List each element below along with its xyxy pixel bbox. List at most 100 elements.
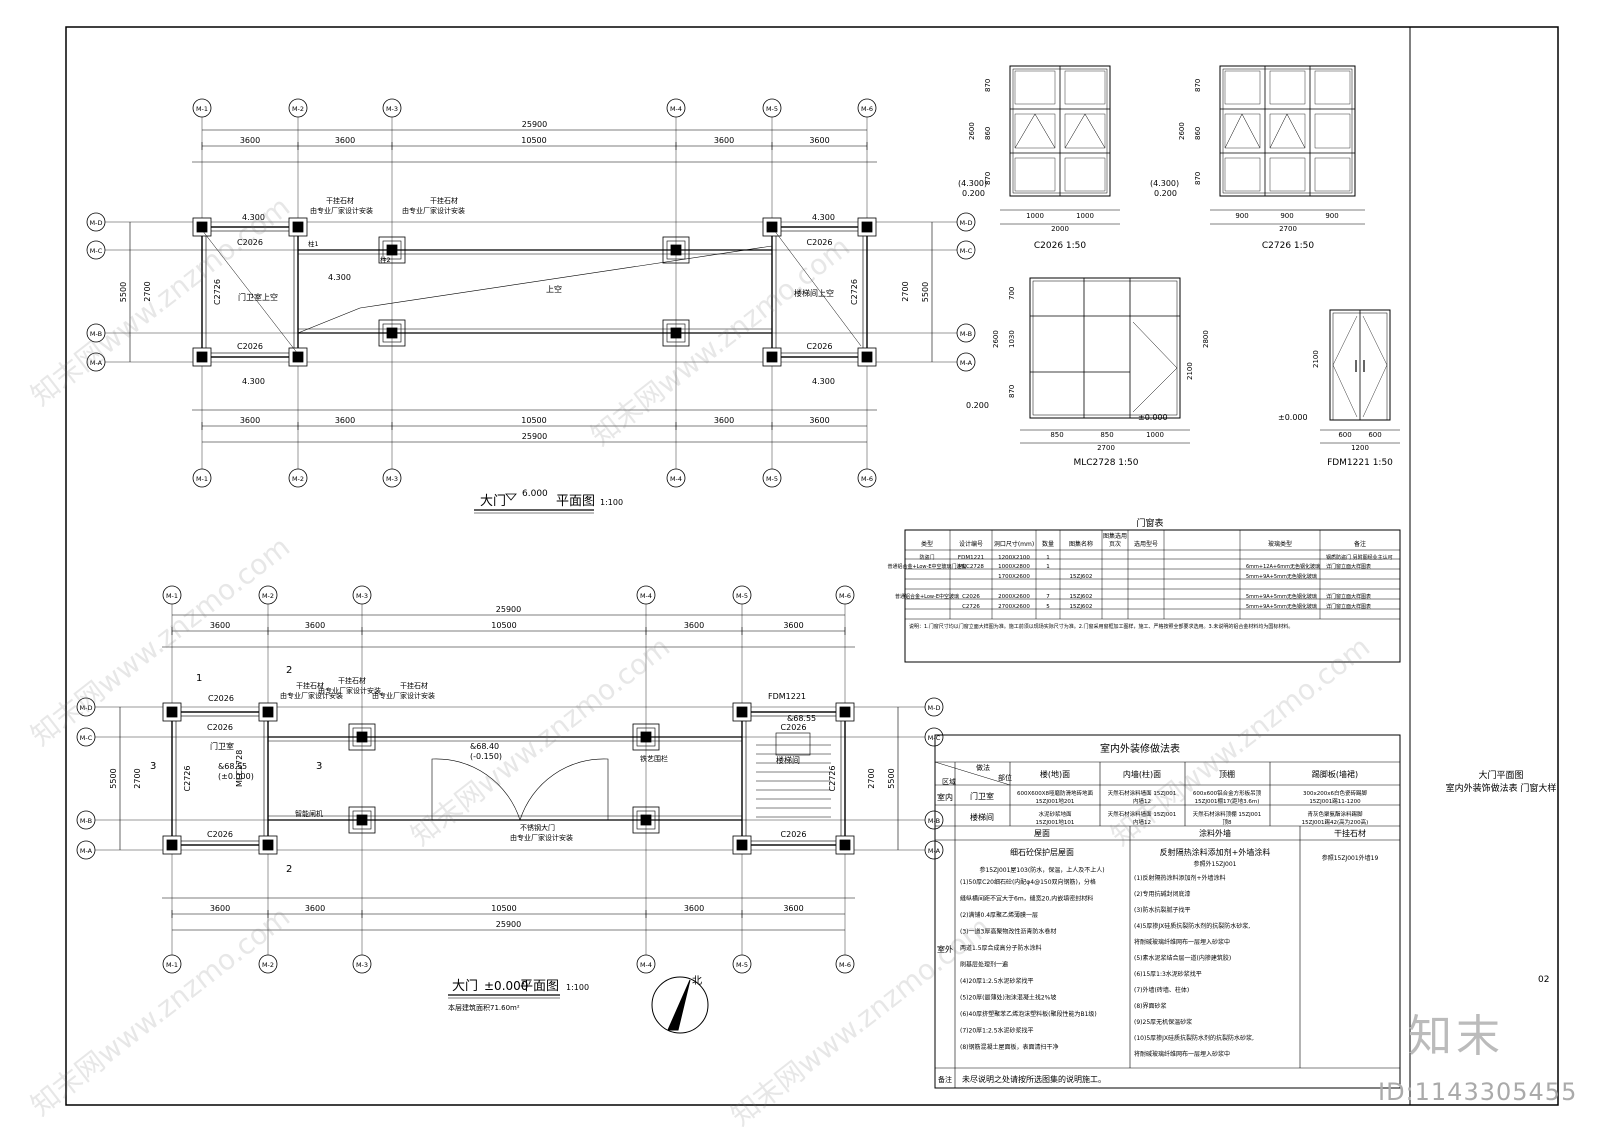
sheet-border	[65, 26, 1559, 1106]
axis-label: M-5	[736, 961, 748, 969]
table-cell: 600x600铝合金方形板吊顶	[1193, 789, 1262, 797]
roof-item: (8)钢筋混凝土屋面板，表面清扫干净	[960, 1043, 1059, 1051]
dim-value: 2600	[1178, 122, 1186, 140]
table-cell: 15ZJ602	[1070, 594, 1093, 600]
dim-value: 10500	[491, 621, 516, 630]
table-header: 类型	[921, 540, 933, 548]
wall-item: (8)界面砂浆	[1134, 1002, 1167, 1010]
elevation-mark: 0.200	[966, 401, 989, 410]
window-tag: C2026	[807, 238, 833, 247]
dim-value: 10500	[521, 136, 546, 145]
note-label: 由专业厂家设计安装	[372, 691, 435, 700]
void-line	[359, 245, 773, 309]
column-outline	[636, 727, 656, 747]
elevation-mark: 4.300	[242, 377, 265, 386]
dim-value: 3600	[305, 904, 325, 913]
room-wall-inner	[775, 230, 864, 354]
note-label: 干挂石材	[400, 681, 428, 690]
column-outline	[636, 810, 656, 830]
dim-value: 870	[1008, 385, 1016, 398]
wall-item: (7)外墙(砖墙、柱体)	[1134, 986, 1189, 994]
elevation-mark: (4.300)	[958, 179, 987, 188]
barrier-label: 智能闸机	[295, 809, 323, 818]
title-block: 大门平面图 室内外装饰做法表 门窗大样	[1408, 770, 1594, 796]
void-diagonal	[201, 229, 299, 355]
elevation-mark: 4.300	[242, 213, 265, 222]
column	[736, 839, 748, 851]
dim-value: 870	[1194, 172, 1202, 185]
dim-value: 5500	[109, 768, 118, 788]
table-header: 干挂石材	[1334, 828, 1366, 838]
table-frame	[904, 529, 1401, 663]
pillar-tag: 柱1	[308, 239, 319, 248]
dim-value: 3600	[305, 621, 325, 630]
window-name: FDM1221 1:50	[1327, 458, 1393, 468]
dim-value: 2700	[1097, 444, 1115, 452]
dim-value: 1200	[1351, 444, 1369, 452]
image-id: ID:1143305455	[1378, 1078, 1578, 1106]
wall-item: (5)素水泥浆结合层一道(内掺建筑胶)	[1134, 954, 1231, 962]
room-label: 上空	[546, 284, 562, 294]
roof-item: (2)满铺0.4厚聚乙烯薄膜一层	[960, 911, 1038, 919]
glass-pane	[1269, 70, 1306, 105]
axis-label: M-2	[292, 105, 304, 113]
level-mark	[505, 493, 517, 501]
table-cell: 15ZJ001地101	[1036, 818, 1075, 826]
window-name: C2026 1:50	[1034, 241, 1087, 251]
window-tag: C2026	[781, 830, 807, 839]
dim-value: 10500	[521, 416, 546, 425]
void-line	[297, 307, 361, 334]
sheet-number: 02	[1538, 975, 1550, 985]
table-header: 顶棚	[1219, 769, 1235, 779]
dim-value: 2700	[143, 281, 152, 301]
table-header: 部位	[998, 773, 1012, 782]
table-cell: 青灰色聚氨酯涂料踢脚	[1307, 810, 1363, 818]
column	[166, 839, 178, 851]
window-tag: C2726	[213, 279, 222, 305]
wall-item: (2)专用抗碱封闭底漆	[1134, 890, 1191, 898]
axis-label: M-4	[670, 475, 682, 483]
row-label: M-A	[928, 847, 941, 855]
table-cell: 2000X2600	[998, 594, 1030, 600]
glass-pane	[1224, 70, 1261, 105]
elevation-mark: (4.300)	[1150, 179, 1179, 188]
window-name: MLC2728 1:50	[1073, 458, 1138, 468]
room-name: 楼梯间	[970, 812, 994, 822]
axis-label: M-3	[386, 475, 398, 483]
axis-label: M-4	[640, 961, 652, 969]
section-mark: 1	[196, 673, 202, 684]
dim-value: 1000	[1026, 212, 1044, 220]
glass-pane	[1224, 113, 1261, 149]
dim-value: 3600	[809, 136, 829, 145]
door-window-table: 门窗表图集选用类型设计编号洞口尺寸(mm)数量图集名称页次选用型号玻璃类型备注防…	[887, 517, 1401, 663]
column-outline	[348, 806, 376, 834]
dim-value: 5500	[119, 282, 128, 302]
table-cell: C2026	[962, 594, 980, 600]
table-cell: 2700X2600	[998, 604, 1030, 610]
row-label: M-C	[928, 734, 941, 742]
table-cell: 1700X2600	[998, 574, 1030, 580]
table-cell: FDM1221	[958, 555, 984, 561]
wall-item: 将耐碱玻璃纤维网布一层埋入砂浆中	[1134, 938, 1230, 946]
column	[356, 814, 368, 826]
door-swing	[1332, 315, 1388, 418]
table-cell: 15ZJ602	[1070, 574, 1093, 580]
dim-value: 5500	[887, 768, 896, 788]
note-label: 干挂石材	[326, 196, 354, 205]
glass-pane	[1014, 157, 1056, 192]
remark-label: 备注	[938, 1075, 952, 1084]
dim-value: 2600	[968, 122, 976, 140]
column	[292, 221, 304, 233]
column	[356, 731, 368, 743]
dim-value: 700	[1008, 287, 1016, 300]
row-label: M-C	[80, 734, 93, 742]
window-tag: C2026	[208, 694, 234, 703]
axis-label: M-6	[861, 105, 873, 113]
rail-label: 铁艺围栏	[640, 754, 668, 763]
dim-value: 3600	[714, 136, 734, 145]
dim-value: 2100	[1312, 350, 1320, 368]
roof-item: (7)20厚1:2.5水泥砂浆找平	[960, 1027, 1034, 1035]
roof-item: 两道1.5厚合成高分子防水涂料	[960, 944, 1042, 952]
